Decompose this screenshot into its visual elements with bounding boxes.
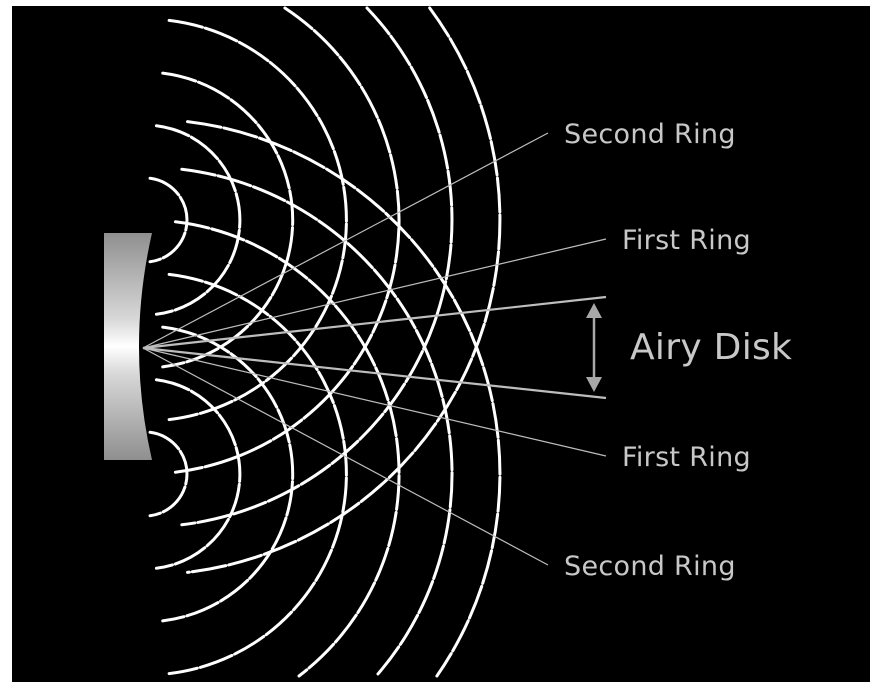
- label-second-ring-top: Second Ring: [564, 121, 736, 148]
- label-second-ring-bottom: Second Ring: [564, 553, 736, 580]
- label-airy-disk: Airy Disk: [630, 330, 792, 366]
- upper-wavefront-arc: [156, 126, 239, 315]
- lower-wavefront-arc: [156, 380, 239, 569]
- upper-wavefront-arc: [182, 8, 452, 525]
- airy-disk-arrow: [586, 303, 602, 392]
- ray-airy-disk-top: [143, 297, 606, 348]
- upper-wavefront-arc: [163, 73, 293, 367]
- diffraction-rays: [143, 133, 606, 565]
- label-first-ring-top: First Ring: [622, 227, 751, 254]
- upper-wavefront-arc: [150, 178, 187, 261]
- lower-wavefront-arc: [150, 432, 187, 515]
- label-first-ring-bottom: First Ring: [622, 444, 751, 471]
- lower-wavefront-arc: [163, 327, 293, 621]
- ray-airy-disk-bottom: [143, 348, 606, 398]
